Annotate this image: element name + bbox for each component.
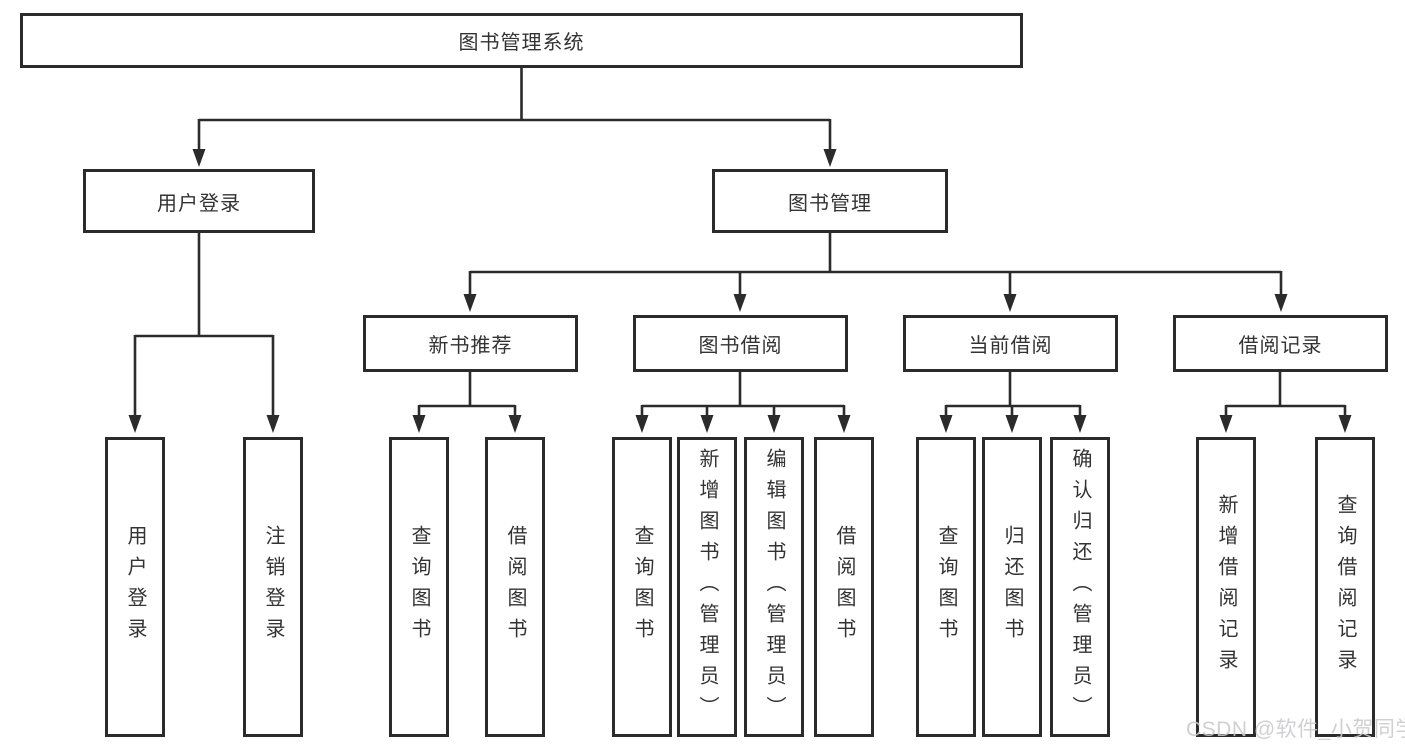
node-root-system: 图书管理系统 bbox=[20, 13, 1023, 68]
csdn-watermark: CSDN @软件_小贺同学 bbox=[1186, 718, 1405, 741]
leaf-newrec-borrow-books: 借阅图书 bbox=[485, 437, 545, 737]
leaf-logout: 注销登录 bbox=[243, 437, 303, 737]
leaf-newrec-query-books: 查询图书 bbox=[389, 437, 449, 737]
node-book-borrow: 图书借阅 bbox=[633, 315, 848, 372]
leaf-current-confirm-return-admin: 确认归还（管理员） bbox=[1050, 437, 1110, 737]
node-new-book-recommend: 新书推荐 bbox=[363, 315, 578, 372]
leaf-current-return-books: 归还图书 bbox=[982, 437, 1042, 737]
leaf-borrow-borrow-books: 借阅图书 bbox=[814, 437, 874, 737]
leaf-user-login: 用户登录 bbox=[105, 437, 165, 737]
leaf-current-query-books: 查询图书 bbox=[916, 437, 976, 737]
node-user-login-branch: 用户登录 bbox=[83, 169, 315, 233]
node-current-borrow: 当前借阅 bbox=[903, 315, 1118, 372]
leaf-borrow-add-books-admin: 新增图书（管理员） bbox=[677, 437, 737, 737]
leaf-borrow-edit-books-admin: 编辑图书（管理员） bbox=[744, 437, 804, 737]
leaf-records-add-record: 新增借阅记录 bbox=[1196, 437, 1256, 737]
node-book-management-branch: 图书管理 bbox=[712, 169, 948, 233]
leaf-borrow-query-books: 查询图书 bbox=[612, 437, 672, 737]
node-borrow-records: 借阅记录 bbox=[1173, 315, 1388, 372]
leaf-records-query-record: 查询借阅记录 bbox=[1315, 437, 1375, 737]
